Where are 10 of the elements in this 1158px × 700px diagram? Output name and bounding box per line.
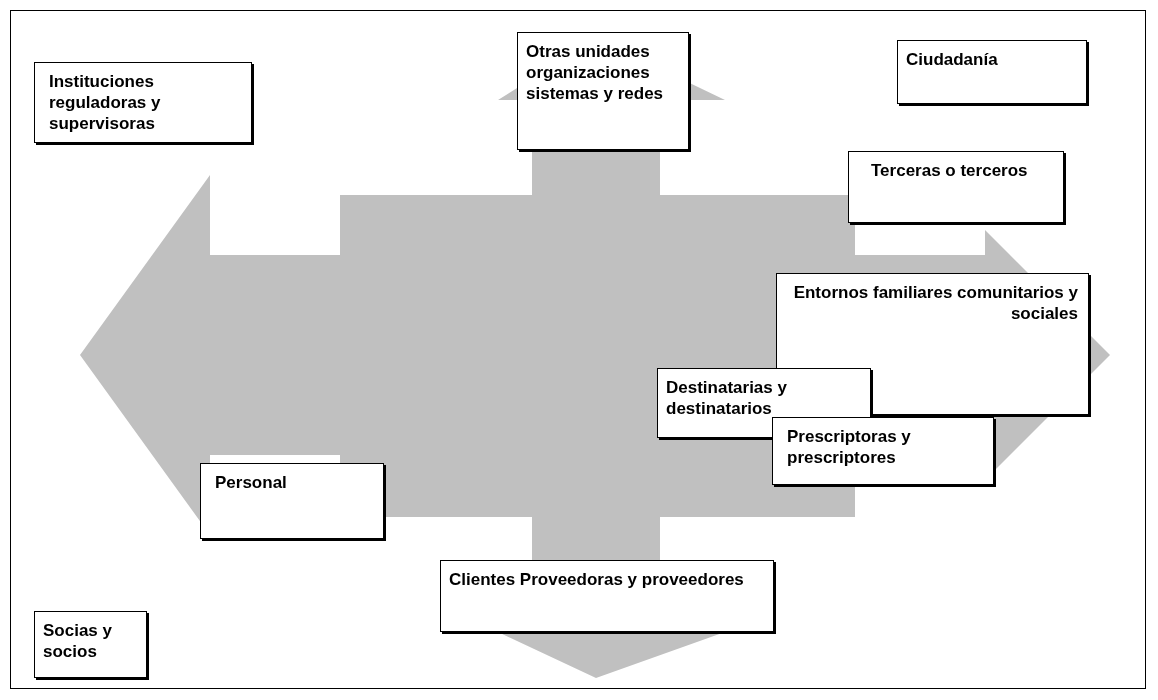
box-label: Clientes Proveedoras y proveedores (449, 569, 745, 590)
box-label: Destinatarias y destinatarios (666, 377, 788, 419)
box-label: Terceras o terceros (871, 160, 1029, 181)
box-label: Otras unidades organizaciones sistemas y redes (526, 41, 665, 104)
box-label: Socias y socios (43, 620, 113, 662)
box-label: Ciudadanía (906, 49, 999, 70)
box-label: Personal (215, 472, 288, 493)
box-label: Entornos familiares comunitarios y sociales (792, 282, 1078, 324)
box-label: Instituciones reguladoras y supervisoras (49, 71, 162, 134)
box-label: Prescriptoras y prescriptores (787, 426, 912, 468)
